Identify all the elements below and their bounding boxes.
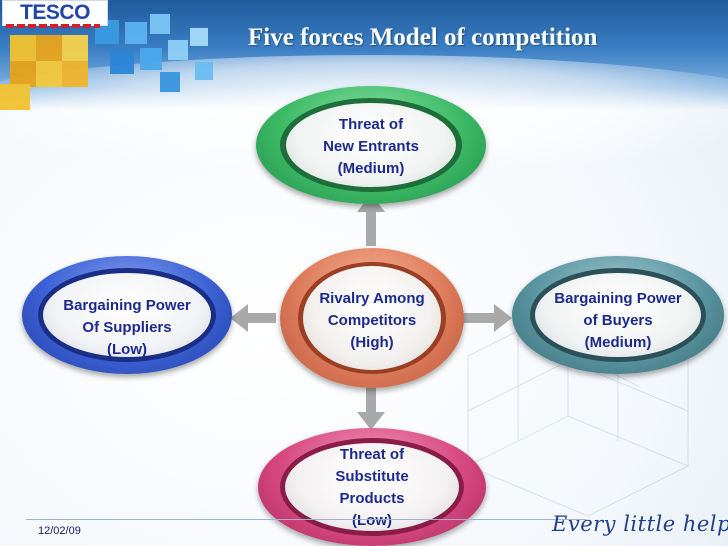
arrow-up (357, 194, 385, 246)
arrow-right (462, 304, 512, 332)
node-buyers-line2: of Buyers (583, 312, 653, 329)
page-title: Five forces Model of competition (248, 24, 598, 51)
footer-slogan: Every little helps (552, 512, 728, 536)
node-new-entrants-line3: (Medium) (337, 160, 405, 177)
node-substitutes-line4: (Low) (352, 512, 392, 529)
arrow-left (230, 304, 276, 332)
node-buyers: Bargaining Power of Buyers (Medium) (512, 256, 724, 374)
logo-stripes (6, 24, 100, 28)
node-rivalry: Rivalry Among Competitors (High) (280, 248, 464, 388)
node-substitutes-line2: Substitute (335, 468, 409, 485)
footer-date: 12/02/09 (38, 525, 81, 537)
node-suppliers-line1: Bargaining Power (63, 297, 191, 314)
node-new-entrants-line2: New Entrants (323, 138, 419, 155)
node-new-entrants: Threat of New Entrants (Medium) (256, 86, 486, 204)
node-buyers-line1: Bargaining Power (554, 290, 682, 307)
footer-divider (26, 519, 586, 520)
node-substitutes-line1: Threat of (339, 446, 405, 463)
node-substitutes-line3: Products (339, 490, 405, 507)
node-new-entrants-line1: Threat of (338, 116, 404, 133)
arrow-down (357, 384, 385, 430)
node-rivalry-line1: Rivalry Among (319, 290, 425, 307)
node-suppliers: Bargaining Power Of Suppliers (Low) (22, 256, 232, 374)
node-rivalry-line3: (High) (350, 334, 394, 351)
cubes-decoration (0, 14, 213, 110)
node-suppliers-line2: Of Suppliers (82, 319, 172, 336)
node-buyers-line3: (Medium) (584, 334, 652, 351)
node-suppliers-line3: (Low) (107, 341, 147, 358)
tesco-logo: TESCO (2, 0, 108, 26)
node-rivalry-line2: Competitors (327, 312, 417, 329)
node-substitutes: Threat of Substitute Products (Low) (258, 428, 486, 546)
